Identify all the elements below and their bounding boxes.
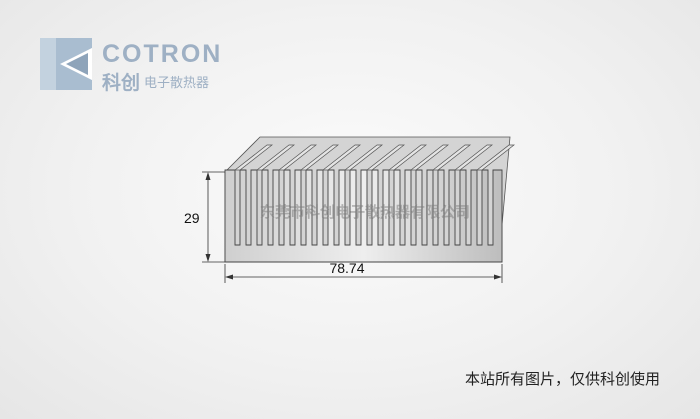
brand-logo: COTRON 科创 电子散热器 bbox=[40, 38, 240, 94]
width-label: 78.74 bbox=[329, 260, 364, 276]
height-label: 29 bbox=[184, 210, 200, 226]
brand-name: COTRON bbox=[102, 40, 223, 68]
watermark-text: 东莞市科创电子散热器有限公司 bbox=[260, 203, 470, 221]
cotron-logo-icon bbox=[40, 38, 92, 90]
fin-tops bbox=[233, 144, 516, 171]
width-dimension bbox=[224, 264, 503, 283]
footer-note: 本站所有图片，仅供科创使用 bbox=[464, 371, 660, 388]
heatsink-profile-drawing: 东莞市科创电子散热器有限公司 29 78.74 bbox=[184, 136, 516, 283]
brand-cn-subtitle: 电子散热器 bbox=[144, 75, 210, 90]
brand-cn-name: 科创 bbox=[102, 73, 141, 94]
height-dimension bbox=[202, 171, 225, 263]
